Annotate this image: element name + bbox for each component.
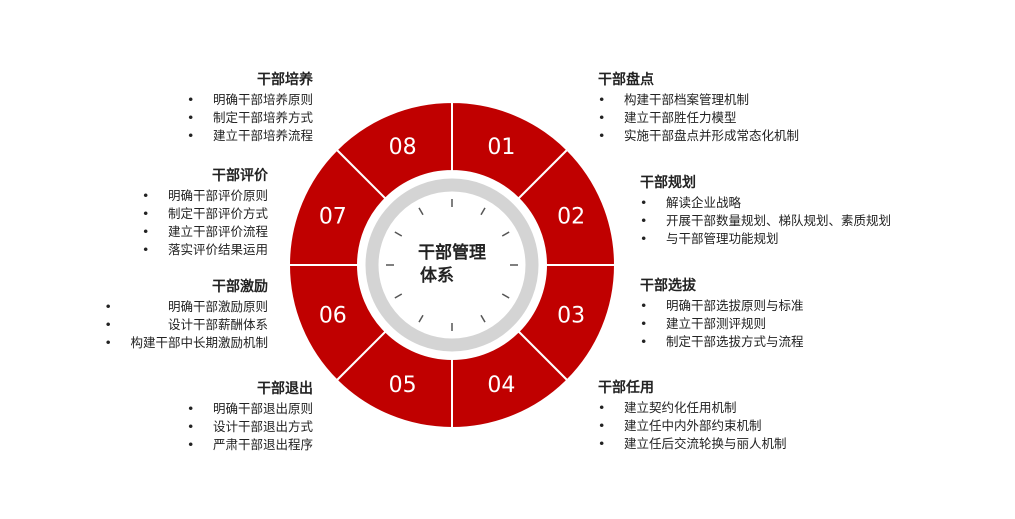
list-item: 建立干部测评规则 <box>640 315 804 333</box>
segment-08 <box>335 100 453 200</box>
list-item: 建立任后交流轮换与丽人机制 <box>598 435 787 453</box>
block-peiyang: 干部培养 明确干部培养原则制定干部培养方式建立干部培养流程 <box>187 70 313 145</box>
list-item: 制定干部培养方式 <box>187 109 313 127</box>
segment-number: 08 <box>389 135 417 160</box>
block-title: 干部选拔 <box>640 278 696 294</box>
block-title: 干部培养 <box>257 72 313 88</box>
list-item: 明确干部培养原则 <box>187 91 313 109</box>
block-title: 干部任用 <box>598 380 654 396</box>
clock-tick <box>418 314 424 323</box>
block-title: 干部规划 <box>640 175 696 191</box>
list-item: 设计干部薪酬体系 <box>105 316 268 334</box>
list-item: 明确干部选拔原则与标准 <box>640 297 804 315</box>
list-item: 严肃干部退出程序 <box>187 436 313 454</box>
clock-tick <box>501 231 510 237</box>
list-item: 开展干部数量规划、梯队规划、素质规划 <box>640 212 891 230</box>
list-item: 建立任中内外部约束机制 <box>598 417 787 435</box>
block-pandian: 干部盘点 构建干部档案管理机制建立干部胜任力模型实施干部盘点并形成常态化机制 <box>598 70 799 145</box>
segment-number: 06 <box>319 303 347 328</box>
list-item: 实施干部盘点并形成常态化机制 <box>598 127 799 145</box>
block-title: 干部退出 <box>257 381 313 397</box>
list-item: 建立干部评价流程 <box>142 223 268 241</box>
clock-tick <box>394 293 403 299</box>
block-renyong: 干部任用 建立契约化任用机制建立任中内外部约束机制建立任后交流轮换与丽人机制 <box>598 378 787 453</box>
segment-number: 05 <box>389 373 417 398</box>
block-title: 干部评价 <box>212 168 268 184</box>
list-item: 建立干部培养流程 <box>187 127 313 145</box>
list-item: 制定干部评价方式 <box>142 205 268 223</box>
list-item: 建立干部胜任力模型 <box>598 109 799 127</box>
segment-number: 04 <box>487 373 515 398</box>
clock-tick <box>480 314 486 323</box>
list-item: 解读企业战略 <box>640 194 891 212</box>
block-guihua: 干部规划 解读企业战略开展干部数量规划、梯队规划、素质规划与干部管理功能规划 <box>640 173 891 248</box>
clock-tick <box>418 207 424 216</box>
center-ring <box>365 178 539 352</box>
block-pingjia: 干部评价 明确干部评价原则制定干部评价方式建立干部评价流程落实评价结果运用 <box>142 166 268 259</box>
block-title: 干部盘点 <box>598 72 654 88</box>
list-item-continuation: 与干部管理功能规划 <box>640 230 891 248</box>
list-item: 制定干部选拔方式与流程 <box>640 333 804 351</box>
segment-number: 07 <box>319 205 347 230</box>
list-item: 明确干部激励原则 <box>105 298 268 316</box>
center-title-line1: 干部管理 <box>418 242 486 263</box>
list-item: 构建干部中长期激励机制 <box>105 334 268 352</box>
block-title: 干部激励 <box>212 279 268 295</box>
list-item: 建立契约化任用机制 <box>598 399 787 417</box>
list-item: 构建干部档案管理机制 <box>598 91 799 109</box>
segment-number: 01 <box>487 135 515 160</box>
list-item: 明确干部退出原则 <box>187 400 313 418</box>
list-item: 落实评价结果运用 <box>142 241 268 259</box>
list-item: 设计干部退出方式 <box>187 418 313 436</box>
block-xuanba: 干部选拔 明确干部选拔原则与标准建立干部测评规则制定干部选拔方式与流程 <box>640 276 804 351</box>
clock-tick <box>501 293 510 299</box>
clock-tick <box>394 231 403 237</box>
block-tuichu: 干部退出 明确干部退出原则设计干部退出方式严肃干部退出程序 <box>187 379 313 454</box>
list-item: 明确干部评价原则 <box>142 187 268 205</box>
block-jili: 干部激励 明确干部激励原则设计干部薪酬体系构建干部中长期激励机制 <box>105 277 268 352</box>
center-title-line2: 体系 <box>420 265 454 286</box>
segment-number: 02 <box>557 205 585 230</box>
clock-tick <box>480 207 486 216</box>
segment-number: 03 <box>557 303 585 328</box>
